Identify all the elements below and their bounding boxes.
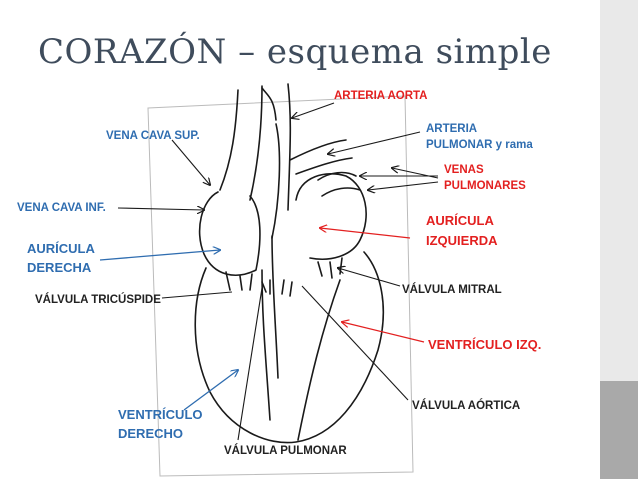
pointer-aorta xyxy=(292,102,335,118)
label-arteria-aorta: ARTERIA AORTA xyxy=(334,90,428,102)
sidebar-strip-bottom xyxy=(600,381,638,479)
label-valvula-tricuspide: VÁLVULA TRICÚSPIDE xyxy=(35,294,161,306)
left-atrium xyxy=(295,173,367,260)
label-arteria-pulmonar-2: PULMONAR y rama xyxy=(426,139,533,151)
pointer-valvula-tricuspide xyxy=(161,291,233,299)
label-auricula-derecha-2: DERECHA xyxy=(27,260,92,275)
pulmonary-artery xyxy=(289,139,353,175)
pointer-auricula-izquierda xyxy=(320,228,411,239)
label-ventriculo-izq: VENTRÍCULO IZQ. xyxy=(428,337,542,352)
label-valvula-aortica: VÁLVULA AÓRTICA xyxy=(412,400,521,412)
label-venas-pulmonares-1: VENAS xyxy=(444,164,484,176)
pointer-valvula-pulmonar xyxy=(237,287,263,441)
label-auricula-izquierda-1: AURÍCULA xyxy=(426,213,494,228)
aorta xyxy=(261,83,292,239)
pointer-ventriculo-derecho xyxy=(183,370,238,411)
pulmonary-veins xyxy=(317,171,361,197)
superior-vena-cava xyxy=(219,85,263,201)
pointer-auricula-derecha xyxy=(99,250,220,261)
blue-pointers xyxy=(99,250,238,411)
pointer-lines xyxy=(117,102,439,441)
label-vena-cava-inf: VENA CAVA INF. xyxy=(17,202,106,214)
pointer-vena-cava-inf xyxy=(117,208,204,210)
interventricular-wall xyxy=(297,279,341,441)
paper-frame xyxy=(147,95,414,477)
pointer-valvula-aortica xyxy=(301,285,409,401)
label-ventriculo-derecho-1: VENTRÍCULO xyxy=(118,407,203,422)
label-auricula-derecha-1: AURÍCULA xyxy=(27,241,95,256)
pointer-vena-cava-sup xyxy=(171,139,210,185)
heart-sketch xyxy=(194,83,385,444)
tricuspid-leaflets xyxy=(225,271,253,291)
red-pointers xyxy=(320,228,425,343)
label-valvula-mitral: VÁLVULA MITRAL xyxy=(402,284,502,296)
pointer-venas-2 xyxy=(368,181,439,190)
valve-ticks xyxy=(261,279,293,297)
right-atrium xyxy=(198,191,261,276)
pointer-ventriculo-izq xyxy=(342,322,425,343)
label-arteria-pulmonar-1: ARTERIA xyxy=(426,123,478,135)
pointer-arteria-pulmonar xyxy=(328,131,421,154)
label-auricula-izquierda-2: IZQUIERDA xyxy=(426,233,498,248)
ventricles-outline xyxy=(194,251,385,444)
page-title: CORAZÓN – esquema simple xyxy=(38,32,552,72)
label-vena-cava-sup: VENA CAVA SUP. xyxy=(106,130,200,142)
label-venas-pulmonares-2: PULMONARES xyxy=(444,180,526,192)
pointer-valvula-mitral xyxy=(338,268,401,287)
label-ventriculo-derecho-2: DERECHO xyxy=(118,426,184,441)
septum xyxy=(261,235,279,421)
label-valvula-pulmonar: VÁLVULA PULMONAR xyxy=(224,445,347,457)
pointer-venas-3 xyxy=(392,168,439,179)
